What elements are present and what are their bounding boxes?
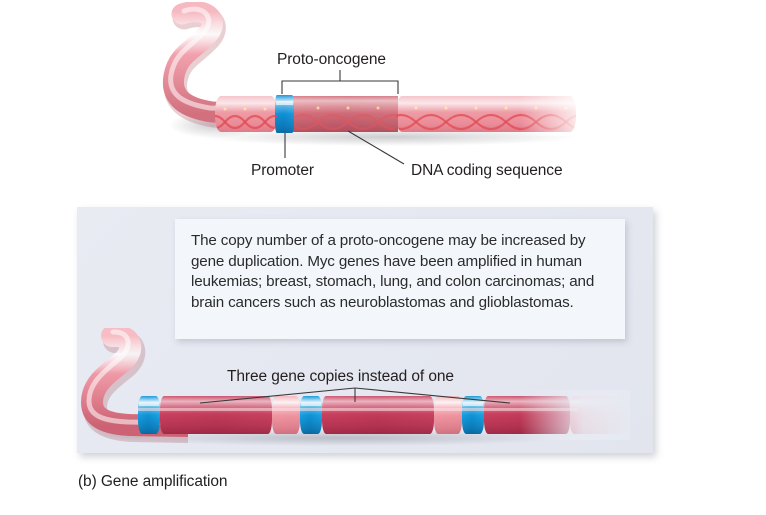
top-strand-left-flank: [215, 96, 277, 132]
label-dna-coding-sequence: DNA coding sequence: [411, 162, 563, 179]
top-promoter-highlight: [276, 101, 293, 105]
bottom-chromosome-strand: [0, 328, 766, 460]
gene-copy-1-promoter-highlight: [139, 402, 159, 406]
top-strand-hook: [162, 2, 280, 130]
bottom-strand-fade: [520, 390, 630, 440]
bottom-strand-core-stripe: [138, 408, 578, 411]
gene-copy-2-coding: [322, 396, 434, 434]
label-proto-oncogene: Proto-oncogene: [277, 51, 386, 68]
top-chromosome-strand: [0, 0, 766, 200]
callout-textbox: The copy number of a proto-oncogene may …: [175, 219, 625, 339]
gene-copy-1-coding: [160, 396, 272, 434]
top-strand-coding-region: [293, 96, 398, 132]
bottom-strand-shadow: [120, 430, 560, 446]
label-three-gene-copies: Three gene copies instead of one: [227, 368, 454, 385]
callout-text: The copy number of a proto-oncogene may …: [191, 232, 595, 311]
figure-caption: (b) Gene amplification: [78, 473, 228, 490]
spacer-2: [434, 396, 462, 434]
bottom-strand-hook: [80, 328, 188, 443]
gene-copy-3-promoter-highlight: [463, 402, 483, 406]
gene-copy-2-promoter-highlight: [301, 402, 321, 406]
label-promoter: Promoter: [251, 162, 314, 179]
spacer-1: [272, 396, 300, 434]
top-strand-fade: [520, 92, 630, 136]
